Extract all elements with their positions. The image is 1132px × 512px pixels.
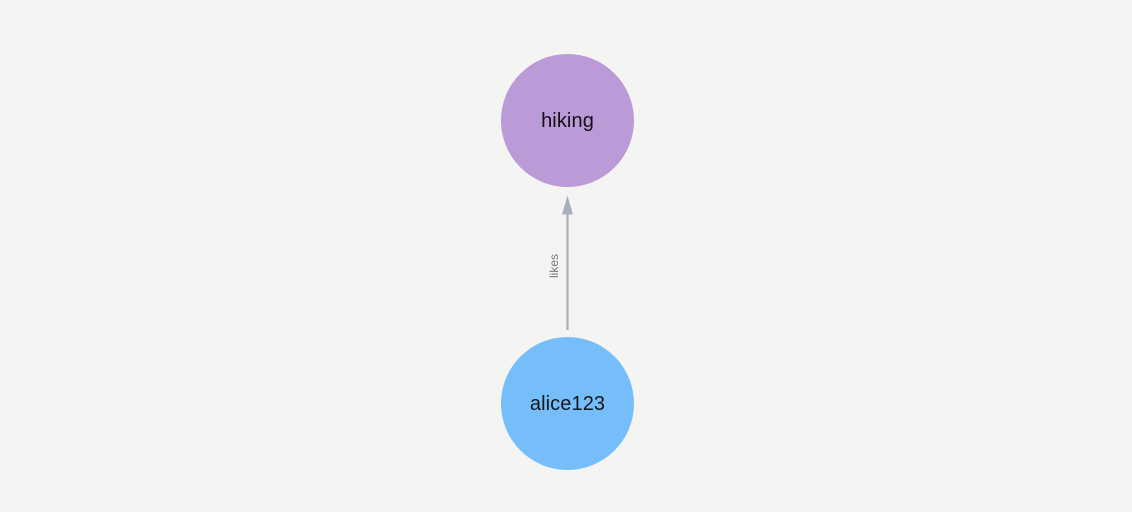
edge-label-text: likes [547,253,562,279]
graph-node-alice123[interactable]: alice123 [501,337,634,470]
edge-arrowhead-icon [562,195,573,215]
graph-node-hiking[interactable]: hiking [501,54,634,187]
edge-alice123-likes-hiking[interactable] [562,195,573,331]
graph-node-label: hiking [541,109,594,132]
edge-label-likes: likes [547,248,561,284]
graph-node-label: alice123 [529,392,606,415]
